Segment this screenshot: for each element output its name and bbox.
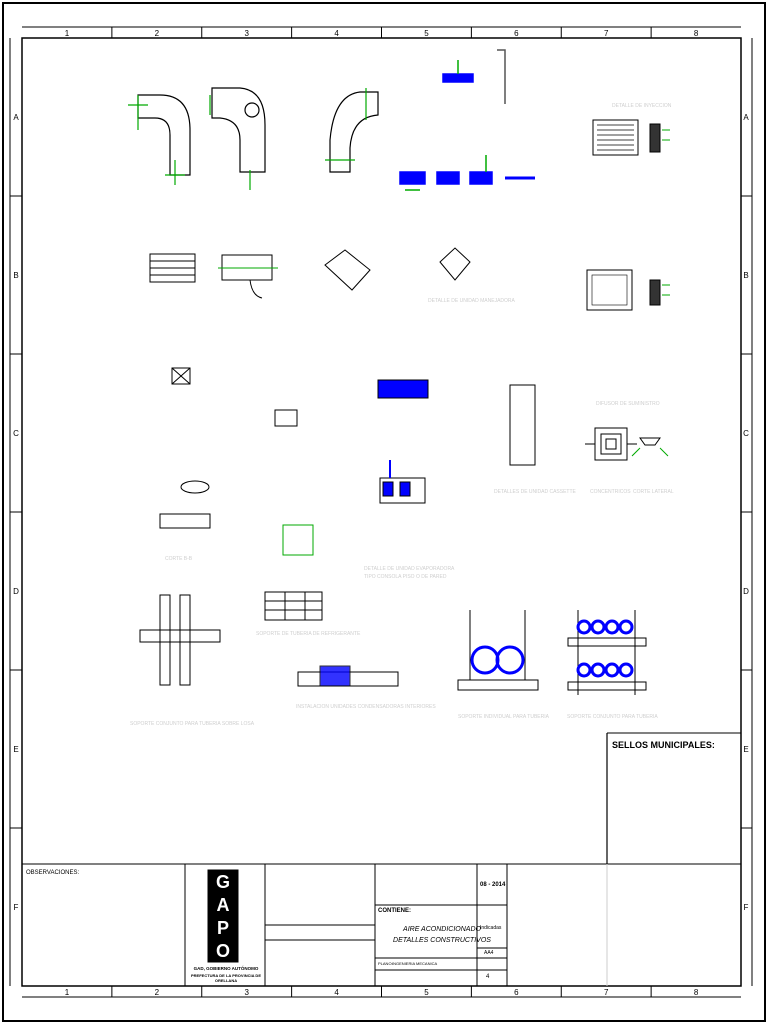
contiene-label: CONTIENE: [378, 908, 411, 914]
detail-grille-a [592, 119, 670, 156]
grid-row-right-E: E [743, 745, 748, 754]
grid-row-left-F: F [14, 903, 19, 912]
grid-col-top-4: 4 [334, 29, 339, 38]
caption-detalle-manejadora: DETALLE DE UNIDAD MANEJADORA [428, 298, 516, 304]
grid-row-right-D: D [743, 587, 749, 596]
grid-col-bottom-5: 5 [424, 988, 429, 997]
grid-col-bottom-4: 4 [334, 988, 339, 997]
grid-col-top-1: 1 [65, 29, 70, 38]
contiene-line2: DETALLES CONSTRUCTIVOS [393, 937, 491, 944]
detail-grille-b [586, 269, 670, 311]
detail-row-c [171, 367, 669, 466]
grid-col-top-6: 6 [514, 29, 519, 38]
logo-letter-a: A [216, 894, 230, 915]
grid-row-left-B: B [13, 271, 18, 280]
grid-row-right-F: F [744, 903, 749, 912]
grid-col-bottom-7: 7 [604, 988, 609, 997]
inner-frame [21, 37, 742, 987]
plano-text: INGENIERIA MECANICA [392, 961, 438, 966]
grid-col-top-8: 8 [694, 29, 699, 38]
detail-individual-support [457, 610, 539, 691]
caption-detalle-inyeccion: DETALLE DE INYECCION [612, 103, 672, 109]
grid-row-left-D: D [13, 587, 19, 596]
grid-col-bottom-1: 1 [65, 988, 70, 997]
grid-row-left-E: E [13, 745, 18, 754]
caption-soporte-refrig: SOPORTE DE TUBERIA DE REFRIGERANTE [256, 631, 361, 637]
observaciones-label: OBSERVACIONES: [26, 870, 80, 876]
grid-col-bottom-2: 2 [155, 988, 160, 997]
fecha-value: 08 - 2014 [480, 882, 506, 888]
detail-evaporator [379, 460, 426, 504]
grid-row-right-B: B [743, 271, 748, 280]
detail-pipe-supports [139, 480, 399, 687]
caption-corte-lateral: CORTE LATERAL [633, 489, 674, 495]
grid-col-top-3: 3 [244, 29, 249, 38]
caption-detalle-cassette: DETALLES DE UNIDAD CASSETTE [494, 489, 577, 495]
grid-col-top-7: 7 [604, 29, 609, 38]
grid-row-left-C: C [13, 429, 19, 438]
org-name-line1: GAD, GOBIERNO AUTÓNOMO [193, 966, 259, 971]
caption-detalle-evap: DETALLE DE UNIDAD EVAPORADORA [364, 566, 455, 572]
caption-soporte-losa: SOPORTE CONJUNTO PARA TUBERIA SOBRE LOSA [130, 721, 255, 727]
grid-col-bottom-3: 3 [244, 988, 249, 997]
plano-number: 4 [486, 974, 490, 980]
detail-elbows-row-a [128, 87, 379, 190]
grid-row-left-A: A [13, 113, 19, 122]
logo-letter-o: O [215, 940, 230, 961]
detail-transitions [399, 49, 535, 191]
caption-instalacion: INSTALACION UNIDADES CONDENSADORAS INTER… [296, 704, 436, 710]
caption-detalle-evap2: TIPO CONSOLA PISO O DE PARED [364, 574, 447, 580]
caption-soporte-conjunto: SOPORTE CONJUNTO PARA TUBERIA [567, 714, 658, 720]
grid-col-bottom-6: 6 [514, 988, 519, 997]
grid-col-top-5: 5 [424, 29, 429, 38]
detail-group-support [567, 610, 647, 695]
gapo-logo: G A P O [208, 870, 238, 962]
grid-col-top-2: 2 [155, 29, 160, 38]
logo-letter-p: P [216, 917, 229, 938]
grid-col-bottom-8: 8 [694, 988, 699, 997]
plano-label: PLANO: [378, 961, 393, 966]
detail-row-b [149, 247, 471, 299]
caption-corte-bb: CORTE B-B [165, 556, 193, 562]
caption-concentricos: CONCENTRICOS [590, 489, 631, 495]
lamina-value: AA4 [484, 950, 494, 956]
detail-captions: CONCENTRICOS CORTE LATERAL DIFUSOR DE SU… [130, 103, 674, 727]
grid-row-right-C: C [743, 429, 749, 438]
caption-difusor: DIFUSOR DE SUMINISTRO [596, 401, 660, 407]
org-name-line2: PREFECTURA DE LA PROVINCIA DE ORELLANA [190, 973, 261, 983]
caption-soporte-individual: SOPORTE INDIVIDUAL PARA TUBERIA [458, 714, 550, 720]
escala-value: Indicadas [480, 925, 502, 931]
contiene-line1: AIRE ACONDICIONADO [403, 926, 481, 933]
logo-letter-g: G [215, 871, 230, 892]
sellos-municipales-label: SELLOS MUNICIPALES: [612, 740, 715, 750]
grid-row-right-A: A [743, 113, 749, 122]
title-block [22, 732, 741, 986]
